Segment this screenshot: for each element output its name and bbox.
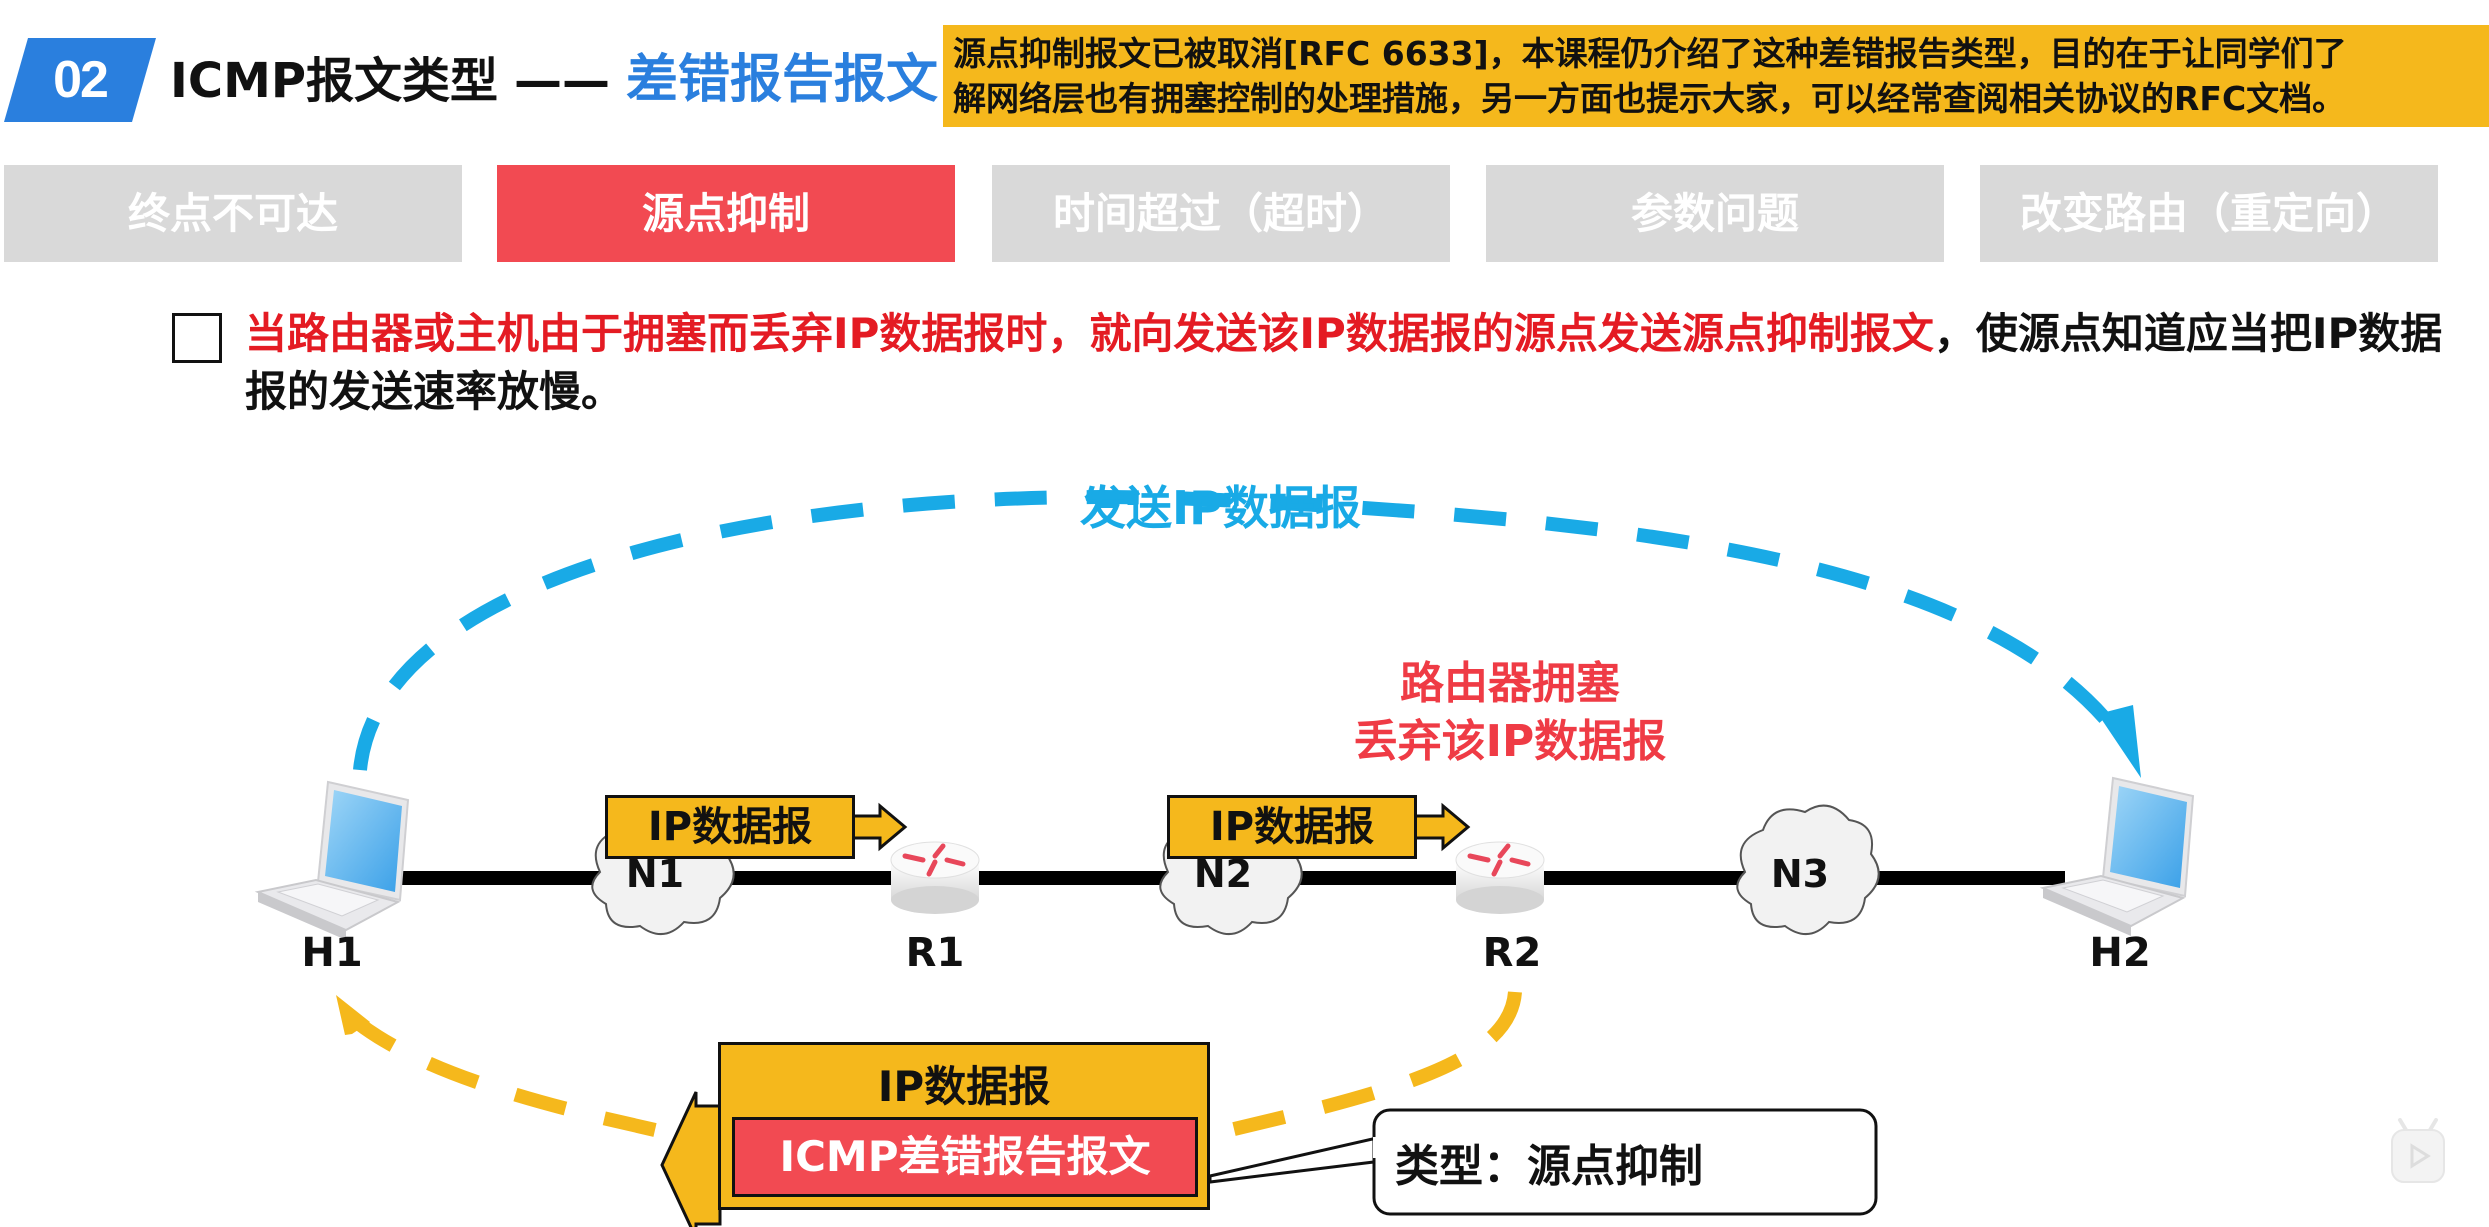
n1-label: N1 [625,852,685,896]
h1-laptop-icon [254,780,410,940]
packet2-arrow-icon [1413,802,1471,852]
packet1-arrow-icon [850,802,908,852]
n2-label: N2 [1193,852,1253,896]
h1-label: H1 [301,930,363,976]
tab-destination-unreachable[interactable]: 终点不可达 [4,165,462,262]
icmp-error-message: ICMP差错报告报文 [732,1117,1198,1197]
tab-source-quench[interactable]: 源点抑制 [497,165,955,262]
callout-type-text: 类型：源点抑制 [1395,1141,1703,1192]
return-arc [1228,991,1522,1137]
tab-redirect[interactable]: 改变路由（重定向） [1980,165,2438,262]
r1-label: R1 [905,930,965,976]
section-number-badge: 02 [4,38,156,122]
send-arrowhead-icon [2098,705,2141,778]
return-arrowhead-icon [336,995,370,1035]
description-highlight: 当路由器或主机由于拥塞而丢弃IP数据报时，就向发送该IP数据报的源点发送源点抑制… [245,309,1934,358]
rfc-note: 源点抑制报文已被取消[RFC 6633]，本课程仍介绍了这种差错报告类型，目的在… [943,25,2489,127]
note-line-1: 源点抑制报文已被取消[RFC 6633]，本课程仍介绍了这种差错报告类型，目的在… [953,34,2347,73]
send-arc [353,490,2134,771]
return-ip-datagram: IP数据报 ICMP差错报告报文 [718,1042,1210,1210]
title-main: ICMP报文类型 [170,53,499,109]
congestion-label: 路由器拥塞 丢弃该IP数据报 [1310,655,1710,771]
return-packet-arrow-icon [660,1091,722,1227]
ip-datagram-packet-2: IP数据报 [1167,795,1417,859]
callout-pointer [1208,1133,1392,1184]
description-rest: ，使源点知道应当把IP数据报的发送速率放慢。 [245,309,2443,416]
congestion-line-1: 路由器拥塞 [1400,658,1620,709]
return-ip-label: IP数据报 [877,1062,1051,1111]
bullet-square-icon [172,313,222,363]
r1-router-icon [890,841,980,914]
h2-label: H2 [2089,930,2151,976]
error-type-tabs: 终点不可达 源点抑制 时间超过（超时） 参数问题 改变路由（重定向） [0,165,2489,262]
title-subtitle: 差错报告报文 [626,50,939,110]
callout-box [1372,1108,1878,1216]
congestion-line-2: 丢弃该IP数据报 [1353,716,1667,767]
tab-parameter-problem[interactable]: 参数问题 [1486,165,1944,262]
send-datagram-label: 发送IP数据报 [1080,481,1361,535]
title-separator: —— [514,53,611,109]
section-number: 02 [53,51,109,109]
tab-time-exceeded[interactable]: 时间超过（超时） [992,165,1450,262]
r2-router-icon [1455,841,1545,914]
return-arc-left [353,1017,657,1137]
page-title: ICMP报文类型 —— 差错报告报文 [170,40,938,120]
note-line-2: 解网络层也有拥塞控制的处理措施，另一方面也提示大家，可以经常查阅相关协议的RFC… [953,79,2346,118]
n3-cloud-icon [1736,804,1880,935]
video-logo-icon [2391,1118,2445,1183]
r2-label: R2 [1482,930,1542,976]
n3-label: N3 [1770,852,1830,896]
h2-laptop-icon [2039,776,2195,936]
badge-parallelogram [4,38,156,122]
ip-datagram-packet-1: IP数据报 [605,795,855,859]
description-text: 当路由器或主机由于拥塞而丢弃IP数据报时，就向发送该IP数据报的源点发送源点抑制… [245,305,2465,421]
